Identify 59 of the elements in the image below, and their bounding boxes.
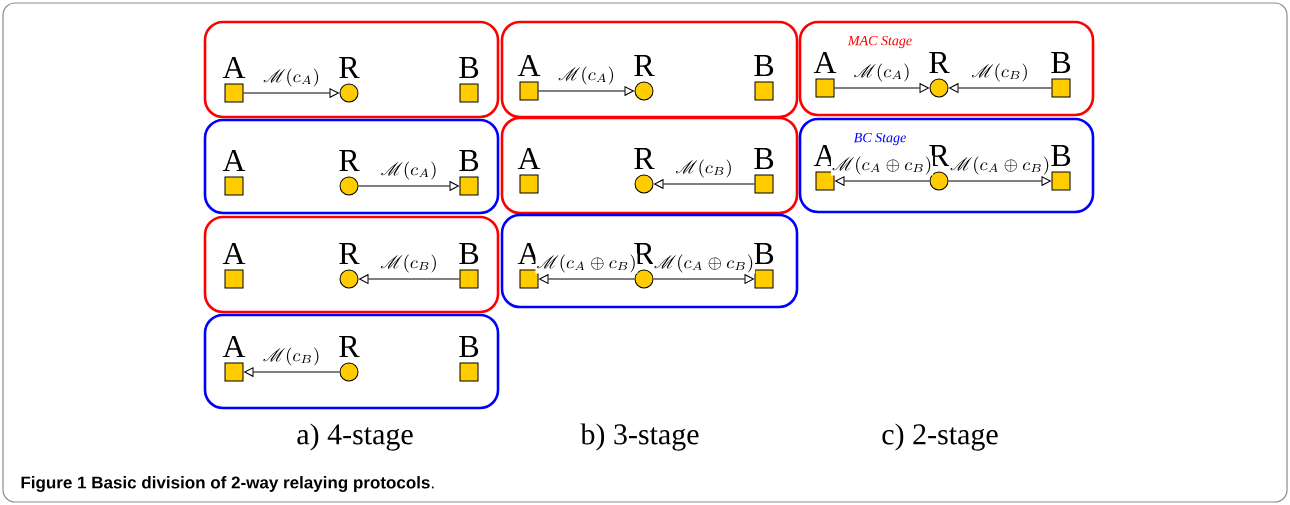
edge-label: $\mathscr{M}(c_A)$ bbox=[379, 160, 439, 181]
node-letter: A bbox=[517, 54, 541, 76]
panel-box bbox=[203, 215, 500, 314]
panel-box bbox=[203, 118, 500, 215]
node-letter: B bbox=[459, 57, 479, 79]
arrow bbox=[654, 179, 755, 189]
node-letter: R bbox=[634, 148, 655, 169]
node-letter: A bbox=[517, 147, 541, 169]
node-letter: R bbox=[339, 243, 360, 264]
node-letter: R bbox=[339, 57, 360, 78]
node-letter: R bbox=[339, 150, 360, 171]
node-letter: R bbox=[339, 336, 360, 357]
edge-label: $\mathscr{M}(c_B)$ bbox=[674, 158, 734, 179]
stage-heading: MAC Stage bbox=[847, 35, 912, 49]
node-letter: R bbox=[929, 52, 950, 73]
node-letter: B bbox=[1051, 52, 1071, 74]
arrow bbox=[243, 88, 339, 98]
node-letter: B bbox=[754, 148, 774, 170]
arrow bbox=[358, 181, 459, 191]
arrow bbox=[538, 86, 634, 96]
edge-label: $\mathscr{M}(c_A\oplus c_B)$ bbox=[535, 253, 638, 274]
panel-box bbox=[500, 116, 799, 215]
node-letter: A bbox=[222, 149, 246, 171]
stage-heading: BC Stage bbox=[853, 132, 906, 146]
arrow bbox=[539, 274, 635, 284]
arrow bbox=[359, 274, 460, 284]
node-letter: B bbox=[1051, 145, 1071, 167]
node-letter: A bbox=[222, 56, 246, 78]
stage-label: a) 4-stage bbox=[297, 423, 413, 451]
panel-box bbox=[203, 20, 500, 119]
stage-label: b) 3-stage bbox=[580, 423, 699, 451]
node-letter: A bbox=[813, 51, 837, 73]
arrow bbox=[835, 176, 930, 186]
caption: Figure 1 Basic division of 2-way relaying protocols. bbox=[21, 476, 434, 492]
node-letter: B bbox=[754, 243, 774, 265]
panel-box bbox=[500, 213, 799, 309]
arrow bbox=[653, 274, 754, 284]
arrow bbox=[948, 176, 1051, 186]
node-letter: B bbox=[459, 336, 479, 358]
edge-label: $\mathscr{M}(c_A)$ bbox=[262, 67, 321, 88]
edge-label: $\mathscr{M}(c_A\oplus c_B)$ bbox=[652, 253, 756, 274]
node-letter: B bbox=[459, 150, 479, 172]
edge-label: $\mathscr{M}(c_B)$ bbox=[379, 253, 439, 274]
stage-label: c) 2-stage bbox=[882, 423, 998, 451]
edge-label: $\mathscr{M}(c_B)$ bbox=[261, 346, 322, 367]
node-letter: B bbox=[459, 243, 479, 265]
arrow bbox=[949, 83, 1052, 93]
panel-box bbox=[500, 20, 799, 119]
node-letter: R bbox=[634, 55, 655, 76]
edge-label: $\mathscr{M}(c_A)$ bbox=[852, 62, 912, 83]
node-letter: B bbox=[754, 55, 774, 77]
edge-label: $\mathscr{M}(c_B)$ bbox=[970, 62, 1030, 83]
node-letter: A bbox=[222, 242, 246, 264]
panel-box bbox=[203, 313, 500, 410]
edge-label: $\mathscr{M}(c_A\oplus c_B)$ bbox=[948, 155, 1052, 176]
edge-label: $\mathscr{M}(c_A)$ bbox=[557, 65, 616, 86]
arrow bbox=[834, 83, 929, 93]
arrow bbox=[244, 367, 340, 377]
node-letter: A bbox=[222, 335, 246, 357]
